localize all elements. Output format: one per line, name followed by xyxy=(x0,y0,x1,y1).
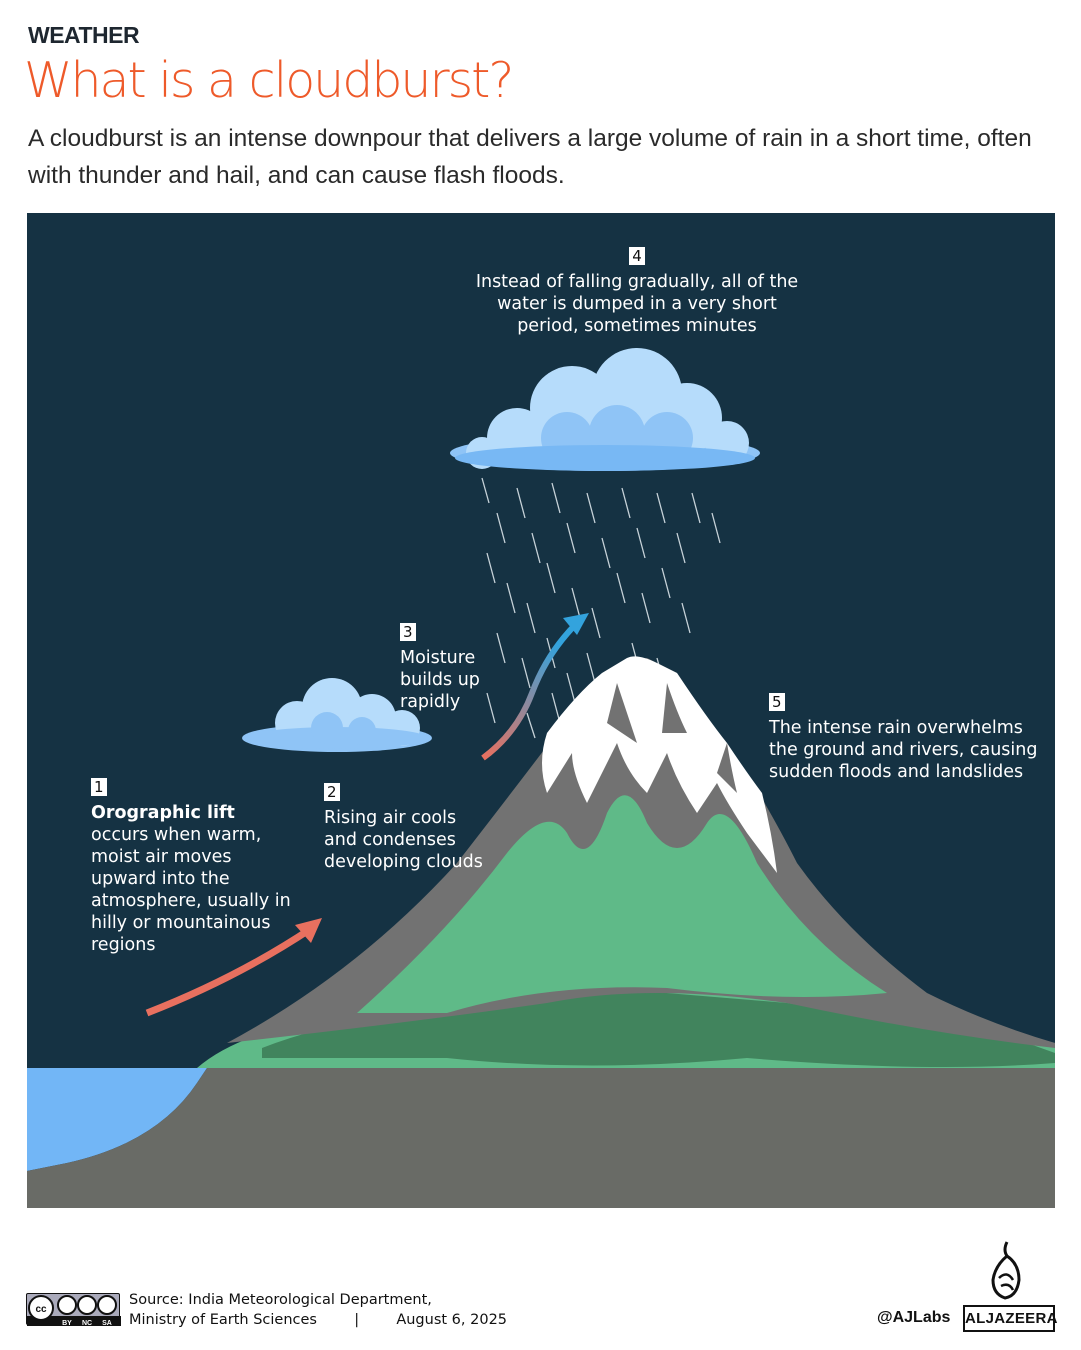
sea-icon xyxy=(27,1068,207,1171)
source-line-1: Source: India Meteorological Department, xyxy=(129,1292,432,1308)
ground-icon xyxy=(27,1068,1055,1208)
step-1-heading: Orographic lift xyxy=(91,803,235,823)
step-3: 3 Moisture builds up rapidly xyxy=(400,621,510,713)
small-cloud-icon xyxy=(242,678,432,752)
step-5: 5 The intense rain overwhelms the ground… xyxy=(769,691,1039,783)
svg-text:SA: SA xyxy=(102,1320,112,1326)
rain-cloud-icon xyxy=(450,348,760,471)
creative-commons-license-icon: cc BY NC SA xyxy=(26,1293,121,1327)
source-credit: Source: India Meteorological Department,… xyxy=(129,1290,507,1330)
page-title: What is a cloudburst? xyxy=(24,52,514,109)
step-5-badge: 5 xyxy=(769,693,785,711)
step-4: 4 Instead of falling gradually, all of t… xyxy=(472,245,802,337)
diagram-illustration xyxy=(27,348,1055,1208)
step-2: 2 Rising air cools and condenses develop… xyxy=(324,781,484,873)
footer-separator: | xyxy=(354,1312,360,1328)
section-kicker: WEATHER xyxy=(28,22,140,48)
step-4-text: Instead of falling gradually, all of the… xyxy=(475,272,799,336)
source-line-2: Ministry of Earth Sciences xyxy=(129,1312,317,1328)
svg-text:cc: cc xyxy=(35,1304,47,1315)
page-subtitle: A cloudburst is an intense downpour that… xyxy=(28,125,1032,189)
ajlabs-handle: @AJLabs xyxy=(877,1309,951,1326)
step-3-badge: 3 xyxy=(400,623,416,641)
orographic-lift-arrow-icon xyxy=(145,925,314,1017)
step-4-badge: 4 xyxy=(629,247,645,265)
step-2-badge: 2 xyxy=(324,783,340,801)
snow-cap-icon xyxy=(542,656,777,873)
rain-icon xyxy=(481,477,721,739)
step-1-text: occurs when warm, moist air moves upward… xyxy=(91,825,291,955)
step-1-badge: 1 xyxy=(91,778,107,796)
moisture-rising-arrow-icon xyxy=(481,620,580,761)
step-2-text: Rising air cools and condenses developin… xyxy=(324,808,483,872)
step-1: 1 Orographic lift occurs when warm, mois… xyxy=(91,776,291,956)
step-3-text: Moisture builds up rapidly xyxy=(400,648,480,712)
cloudburst-diagram: 4 Instead of falling gradually, all of t… xyxy=(27,213,1055,1208)
publish-date: August 6, 2025 xyxy=(396,1312,508,1328)
aljazeera-brand-logo: ALJAZEERA xyxy=(963,1305,1057,1332)
step-5-text: The intense rain overwhelms the ground a… xyxy=(769,718,1038,782)
aljazeera-calligraphy-logo-icon xyxy=(991,1241,1021,1300)
svg-text:BY: BY xyxy=(62,1320,72,1326)
svg-text:NC: NC xyxy=(82,1320,92,1326)
